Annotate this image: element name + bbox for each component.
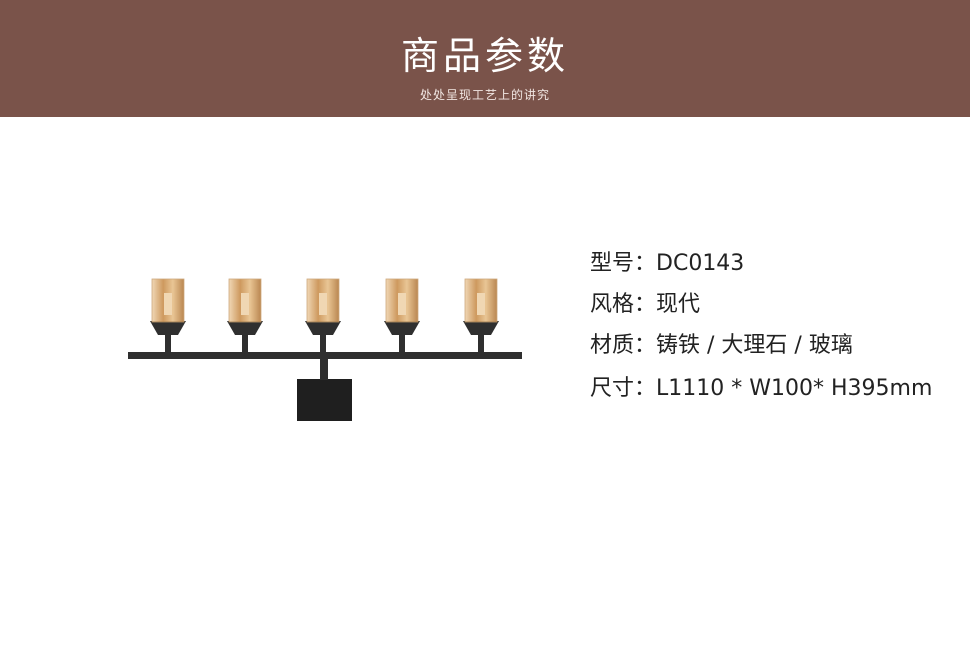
product-image: [120, 255, 540, 430]
center-post: [320, 355, 328, 380]
spec-size: 尺寸：L1110 * W100* H395mm: [590, 373, 932, 414]
spec-value: DC0143: [656, 251, 745, 276]
candle-cup-4: [384, 278, 420, 353]
page-title: 商品参数: [400, 34, 569, 78]
candle-cup-2: [227, 278, 263, 353]
spec-label: 尺寸：: [590, 376, 657, 401]
candle-cup-5: [463, 278, 499, 353]
page-subtitle: 处处呈现工艺上的讲究: [419, 88, 550, 102]
spec-list: 型号：DC0143 风格：现代 材质：铸铁 / 大理石 / 玻璃 尺寸：L111…: [590, 248, 932, 414]
spec-label: 型号：: [590, 251, 657, 276]
spec-value: 现代: [656, 292, 701, 317]
marble-base: [297, 379, 352, 421]
spec-label: 风格：: [590, 292, 657, 317]
horizontal-bar: [128, 352, 522, 359]
candle-cup-1: [150, 278, 186, 353]
spec-value: 铸铁 / 大理石 / 玻璃: [656, 333, 853, 358]
spec-material: 材质：铸铁 / 大理石 / 玻璃: [590, 330, 932, 371]
spec-style: 风格：现代: [590, 289, 932, 330]
candle-holder-illustration: [128, 278, 522, 421]
spec-label: 材质：: [590, 333, 657, 358]
candle-cup-3: [305, 278, 341, 353]
spec-value: L1110 * W100* H395mm: [656, 376, 933, 401]
header-banner: 商品参数 处处呈现工艺上的讲究: [0, 0, 970, 117]
spec-model: 型号：DC0143: [590, 248, 932, 289]
